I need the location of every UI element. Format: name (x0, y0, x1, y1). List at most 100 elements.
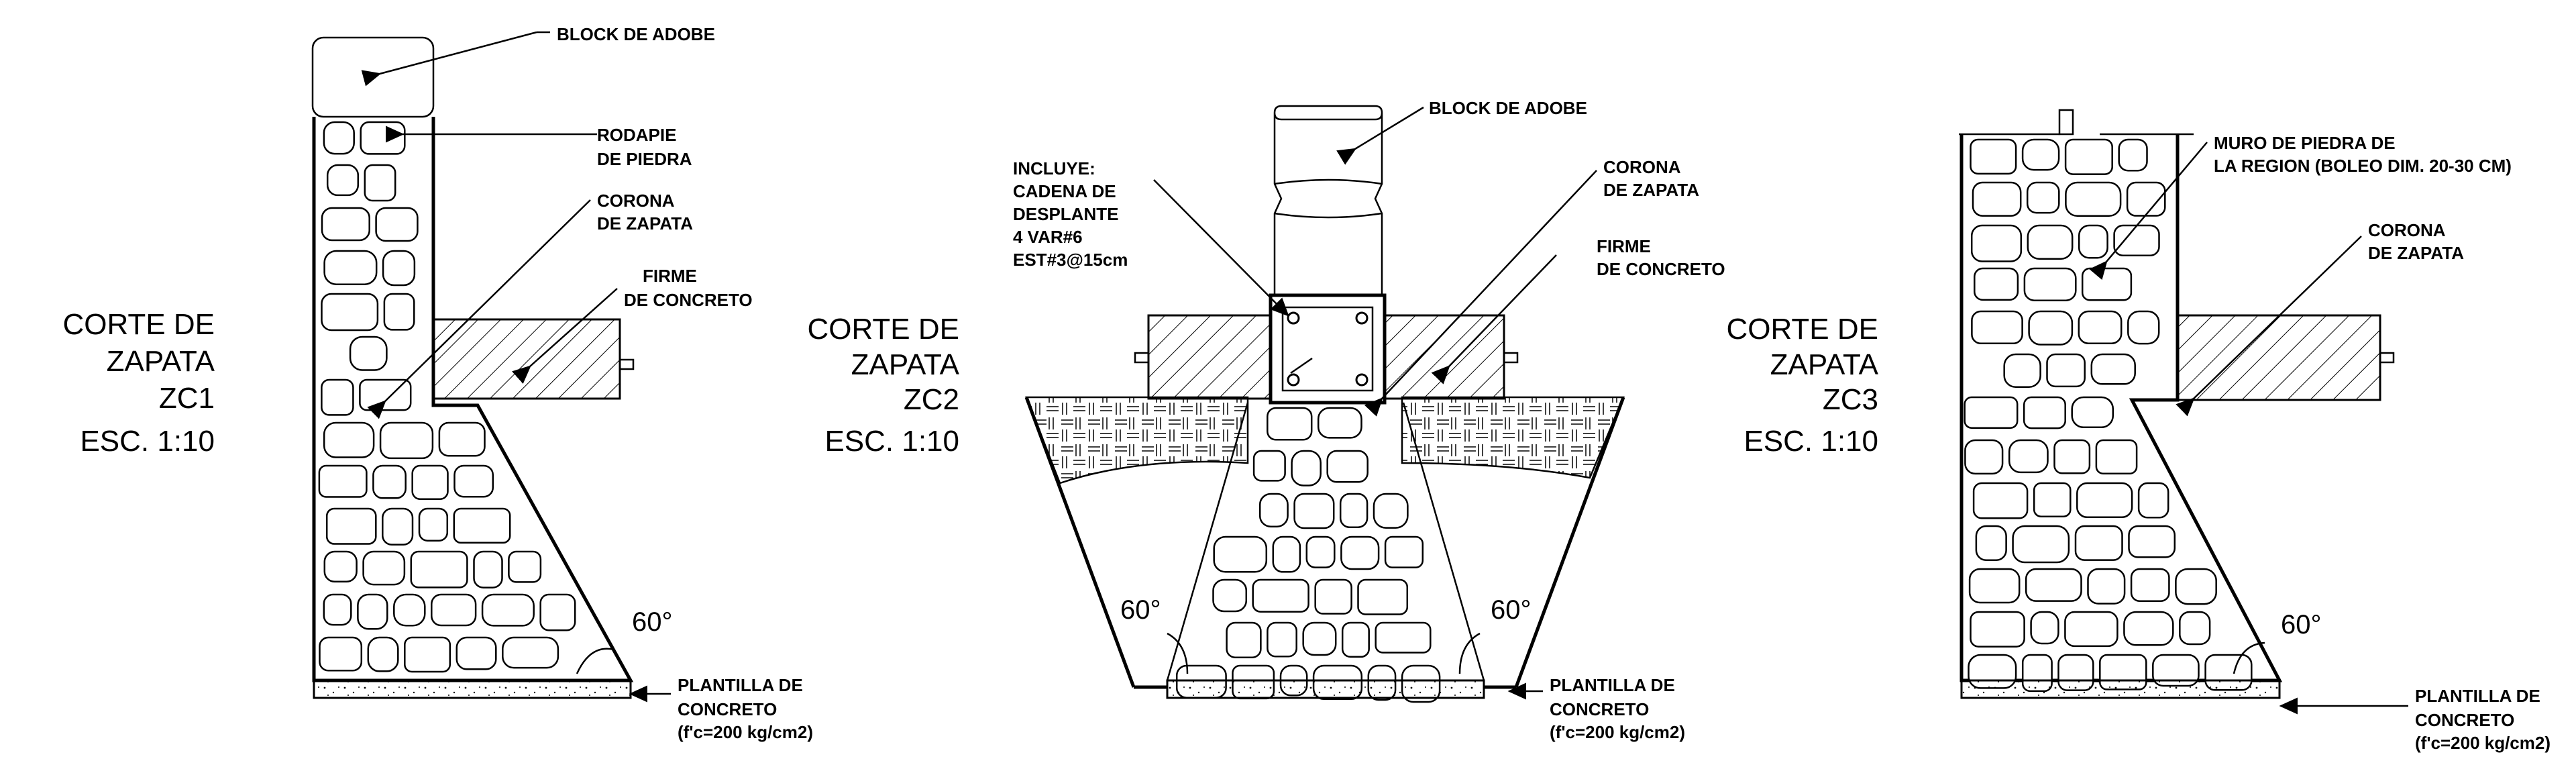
zc1-label-corona-1: CORONA (597, 191, 675, 211)
rubble-stone (1964, 396, 2019, 429)
rubble-stone (2095, 439, 2138, 475)
rubble-stone (326, 164, 360, 197)
rubble-stone (2071, 396, 2114, 429)
rubble-stone (321, 378, 354, 416)
rubble-stone (2078, 310, 2123, 344)
rubble-stone (1267, 407, 1313, 441)
rubble-stone (2179, 611, 2211, 646)
zc2-adobe-block (1273, 112, 1383, 297)
zc1-label-plantilla-2: CONCRETO (678, 699, 777, 719)
rubble-stone (321, 293, 379, 331)
rubble-stone (1339, 493, 1368, 528)
rubble-stone (1970, 138, 2017, 175)
zc1-label-plantilla-3: (f'c=200 kg/cm2) (678, 722, 813, 742)
rubble-stone (379, 421, 434, 460)
rubble-stone (372, 464, 407, 499)
rubble-stone (323, 250, 378, 285)
rubble-stone (1968, 568, 2021, 604)
rubble-stone (1252, 450, 1286, 482)
zc2-rebar-4 (1355, 373, 1368, 387)
zc3-plantilla (1960, 679, 2281, 699)
rubble-stone (411, 464, 449, 500)
rubble-stone (364, 164, 396, 202)
section-zc3: CORTE DE ZAPATA ZC3 ESC. 1:10 60° MURO D… (1726, 109, 2551, 753)
zc2-label-incluye-5: EST#3@15cm (1013, 250, 1128, 270)
zc1-plantilla (313, 679, 632, 699)
zc3-label-muro-2: LA REGION (BOLEO DIM. 20-30 CM) (2214, 156, 2512, 176)
zc1-wall-stones (318, 121, 576, 673)
rubble-stone (431, 593, 477, 627)
rubble-stone (2028, 310, 2074, 346)
zc2-label-incluye-2: CADENA DE (1013, 181, 1116, 201)
rubble-stone (357, 593, 388, 630)
zc2-label-block: BLOCK DE ADOBE (1429, 98, 1587, 118)
zc1-label-rodapie-1: RODAPIE (597, 125, 676, 145)
rubble-stone (1302, 621, 1337, 656)
rubble-stone (362, 550, 406, 586)
rubble-stone (2087, 568, 2126, 605)
zc1-adobe-block (311, 36, 435, 118)
rubble-stone (1375, 621, 1432, 654)
zc2-plantilla (1166, 679, 1485, 699)
zc2-trench-outline (1024, 397, 1625, 688)
zc3-firme-slab (2176, 314, 2381, 401)
zc1-angle-label: 60° (632, 607, 673, 637)
rubble-stone (2090, 353, 2136, 385)
rubble-stone (1964, 439, 2004, 475)
zc1-label-firme-1: FIRME (643, 266, 697, 286)
zc3-scale: ESC. 1:10 (1743, 425, 1878, 458)
rubble-stone (404, 636, 451, 673)
zc3-label-plantilla-2: CONCRETO (2415, 710, 2514, 730)
rubble-stone (1974, 267, 2019, 301)
rubble-stone (481, 593, 535, 627)
rubble-stone (1357, 578, 1409, 615)
rubble-stone (2123, 611, 2174, 646)
rubble-stone (2127, 310, 2160, 345)
rubble-stone (1305, 535, 1336, 568)
rubble-stone (2113, 224, 2160, 256)
rubble-stone (1213, 535, 1268, 573)
zc3-title-line-1: CORTE DE (1726, 313, 1878, 346)
rubble-stone (323, 550, 358, 583)
rubble-stone (1975, 525, 2007, 561)
rubble-stone (367, 636, 399, 672)
rubble-stone (2033, 482, 2072, 517)
rubble-stone (1326, 450, 1368, 483)
zc2-label-firme-1: FIRME (1597, 236, 1651, 256)
zc3-title-line-2: ZAPATA (1770, 348, 1879, 381)
rubble-stone (2025, 568, 2082, 602)
rubble-stone (2003, 353, 2041, 389)
zc2-label-incluye-1: INCLUYE: (1013, 158, 1095, 178)
rubble-stone (2074, 525, 2123, 561)
rubble-stone (1267, 621, 1297, 658)
rubble-stone (508, 550, 542, 583)
rubble-stone (323, 421, 375, 458)
zc2-label-corona-1: CORONA (1603, 157, 1681, 177)
zc3-label-corona-1: CORONA (2368, 220, 2446, 240)
rubble-stone (321, 207, 370, 242)
zc2-label-firme-2: DE CONCRETO (1597, 259, 1725, 279)
rubble-stone (1384, 535, 1424, 568)
rubble-stone (2076, 482, 2133, 519)
zc2-title-line-3: ZC2 (904, 383, 959, 416)
zc3-wall-stones (1964, 138, 2253, 693)
zc3-label-muro-1: MURO DE PIEDRA DE (2214, 133, 2396, 153)
rubble-stone (1291, 450, 1322, 487)
zc1-title-line-1: CORTE DE (62, 308, 215, 341)
zc3-label-plantilla-3: (f'c=200 kg/cm2) (2415, 733, 2551, 753)
rubble-stone (1341, 621, 1370, 658)
zc3-title-line-3: ZC3 (1823, 383, 1878, 416)
rubble-stone (473, 550, 503, 589)
rubble-stone (1314, 578, 1352, 615)
rubble-stone (1212, 578, 1248, 613)
zc1-label-corona-2: DE ZAPATA (597, 213, 693, 234)
rubble-stone (2065, 181, 2122, 217)
zc2-scale: ESC. 1:10 (824, 425, 959, 458)
rubble-stone (438, 421, 486, 457)
zc1-firme-slab (432, 318, 621, 400)
zc2-label-plantilla-3: (f'c=200 kg/cm2) (1550, 722, 1685, 742)
rubble-stone (1971, 310, 2023, 345)
rubble-stone (1293, 493, 1335, 529)
rubble-stone (325, 507, 377, 545)
